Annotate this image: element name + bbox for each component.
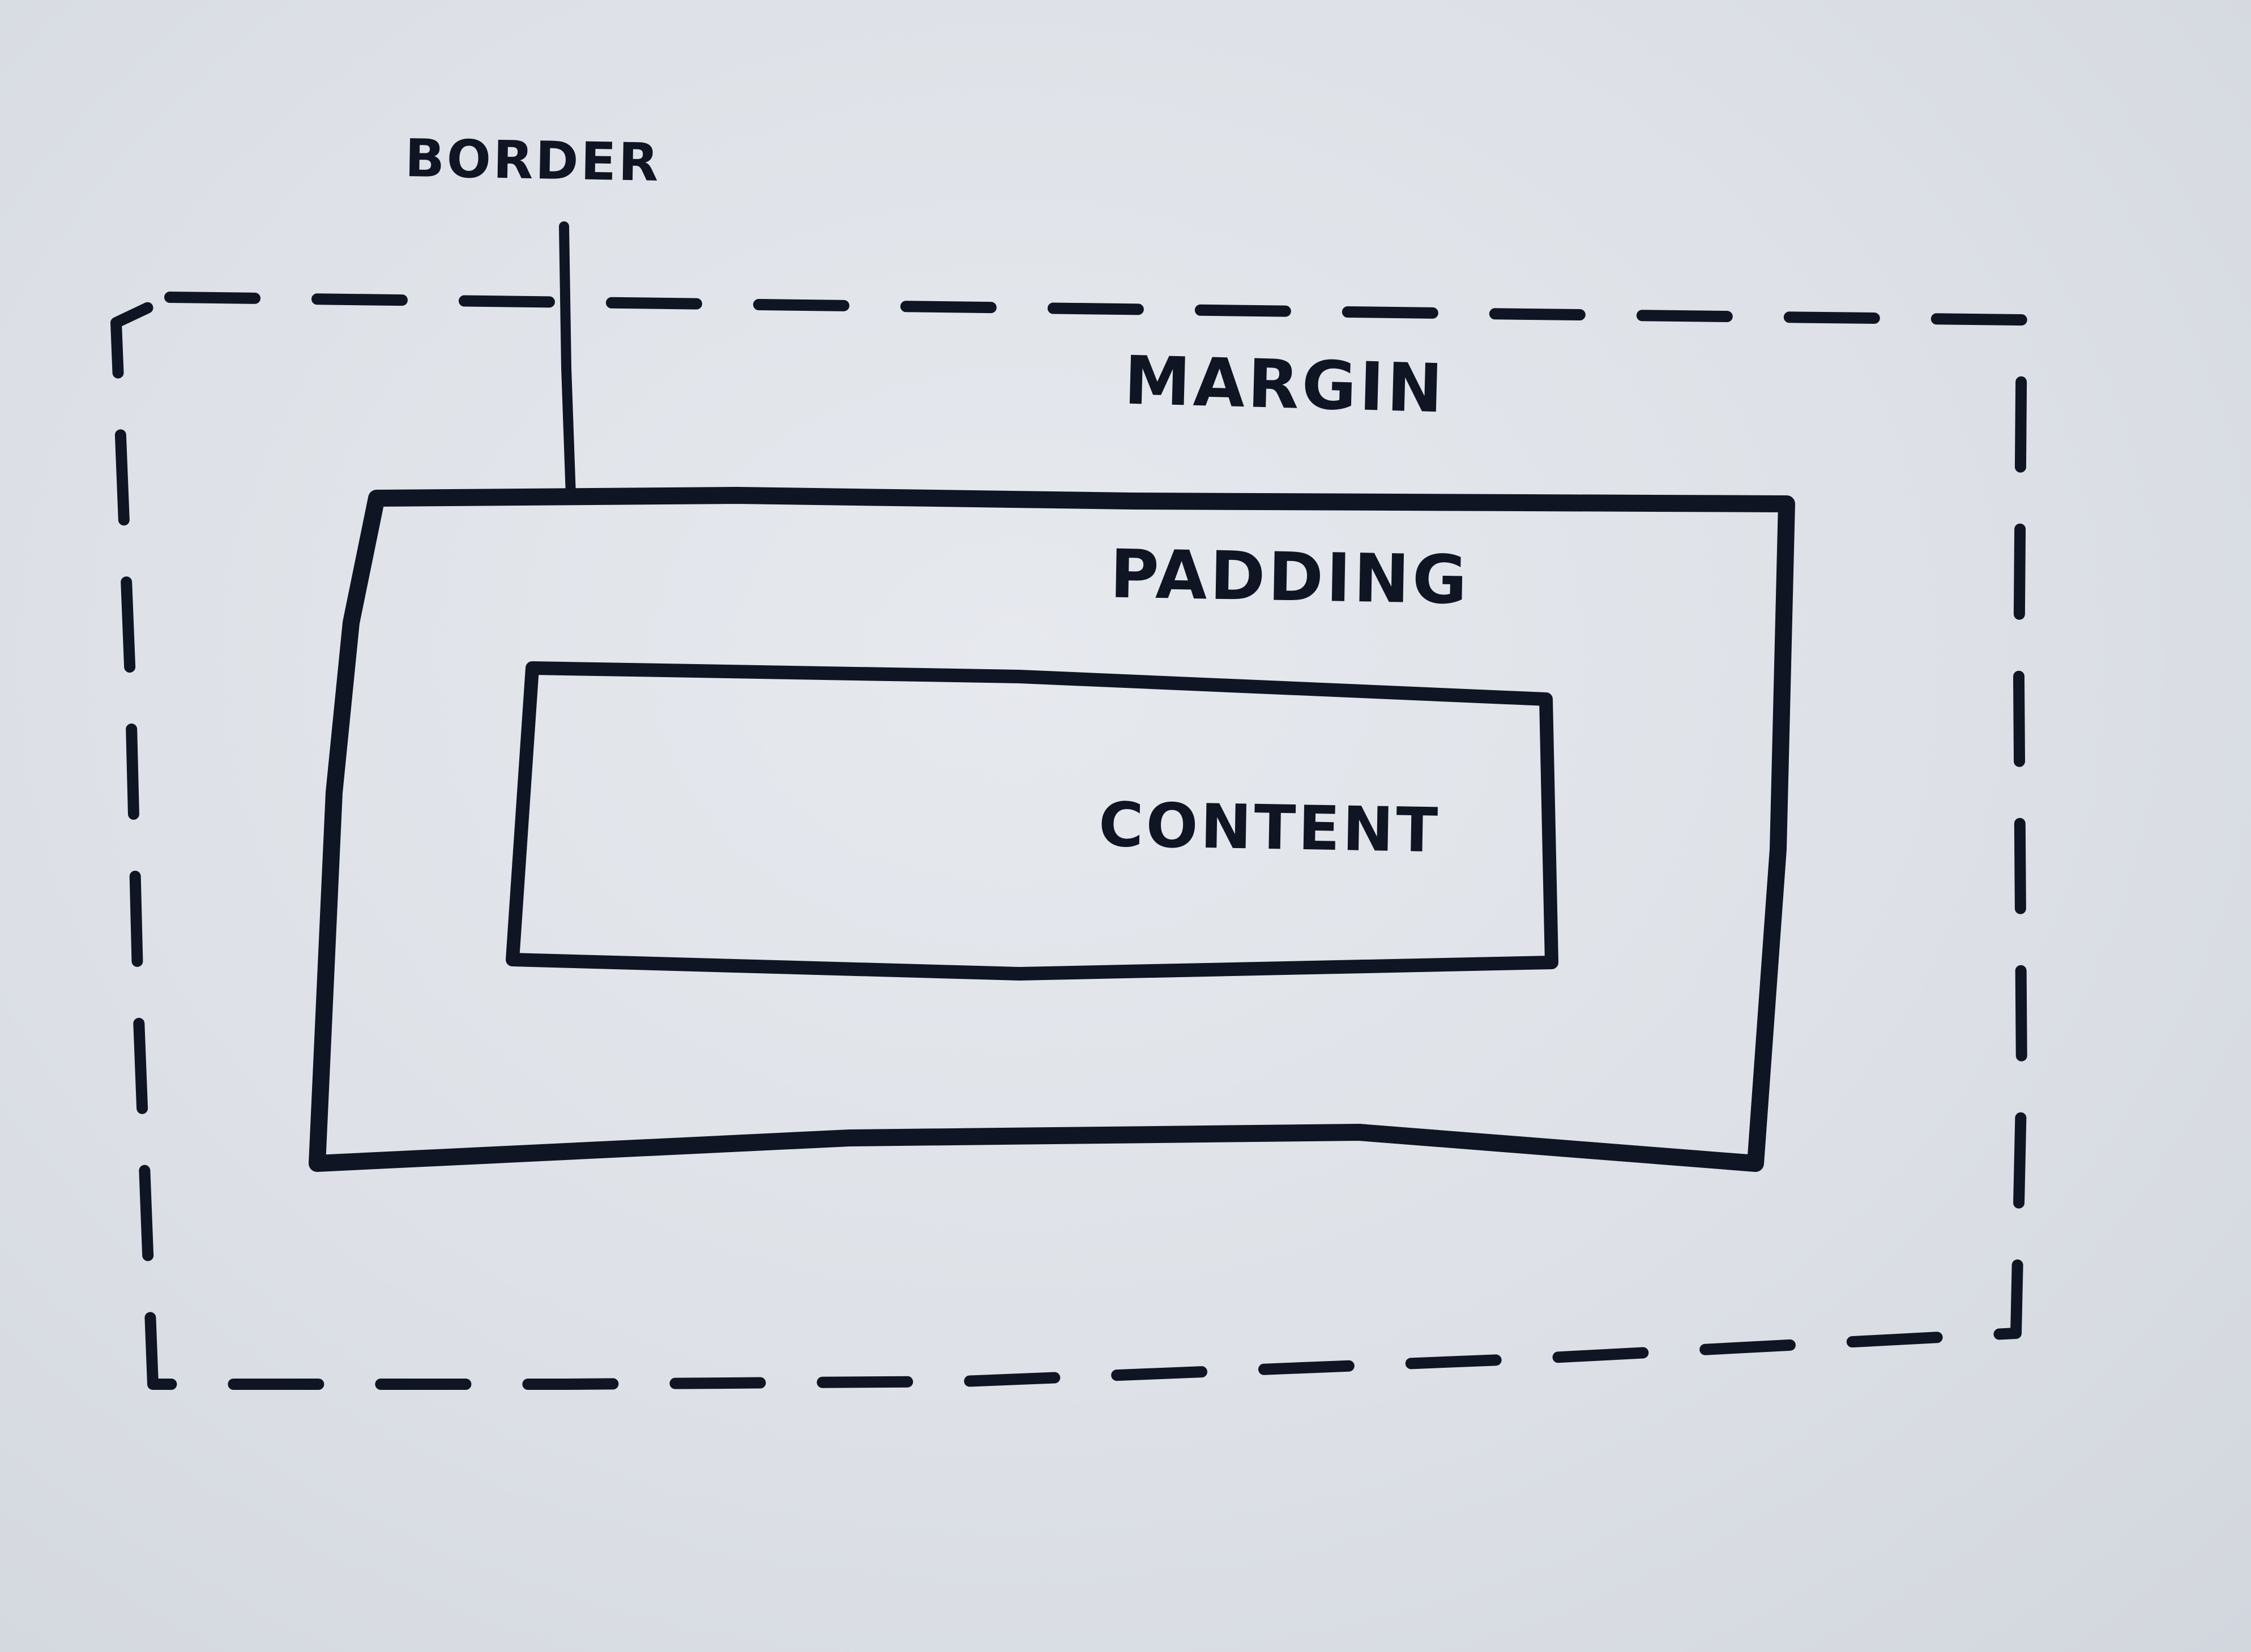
content-label: CONTENT	[1097, 789, 1441, 867]
content-box-outline	[506, 661, 1558, 981]
margin-label: MARGIN	[1123, 341, 1447, 428]
border-label: BORDER	[404, 128, 661, 193]
padding-label: PADDING	[1109, 534, 1471, 619]
border-box-outline	[309, 487, 1795, 1172]
margin-box-dashed-outline	[110, 292, 2027, 1390]
border-pointer-line	[559, 221, 576, 500]
